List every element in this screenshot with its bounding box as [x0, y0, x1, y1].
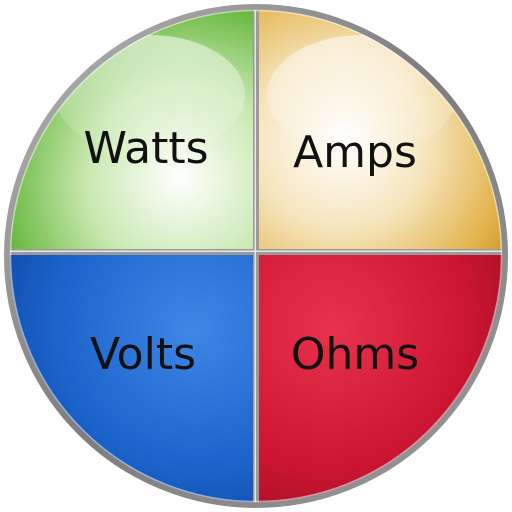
volts-label: Volts: [90, 329, 196, 380]
outer-rim: [4, 4, 508, 508]
amps-label: Amps: [293, 127, 417, 178]
watts-label: Watts: [83, 123, 208, 174]
ohms-label: Ohms: [291, 329, 419, 380]
